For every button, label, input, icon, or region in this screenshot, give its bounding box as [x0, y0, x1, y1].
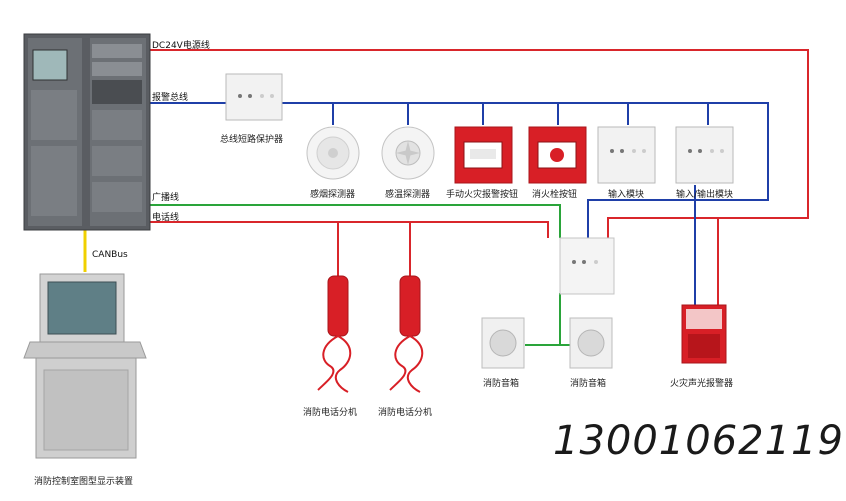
- fire-phone-label-2: 消防电话分机: [378, 408, 433, 418]
- broadcast-module-device: [559, 237, 615, 295]
- input-module-device: [597, 126, 656, 184]
- manual-alarm-button-device: [454, 126, 513, 184]
- canbus-label: CANBus: [92, 250, 128, 260]
- speaker-device-2: [569, 317, 613, 369]
- broadcast-label: 广播线: [152, 193, 180, 203]
- input-module-label: 输入模块: [608, 190, 645, 200]
- dc24v-label: DC24V电源线: [152, 41, 210, 51]
- io-module-label: 输入/输出模块: [676, 190, 734, 200]
- display-unit-label: 消防控制室图型显示装置: [34, 477, 134, 487]
- hydrant-button-device: [528, 126, 587, 184]
- heat-detector-label: 感温探测器: [385, 190, 431, 200]
- fire-control-cabinet: [23, 33, 151, 231]
- dc24v-branch-line: [607, 217, 808, 238]
- hydrant-button-label: 消火栓按钮: [532, 190, 578, 200]
- bus-protector-device: [225, 73, 283, 121]
- fire-phone-device-1: [317, 275, 352, 393]
- heat-detector-device: [381, 126, 435, 180]
- alarm-bus-label: 报警总线: [152, 93, 189, 103]
- speaker-label-1: 消防音箱: [483, 379, 520, 389]
- bus-protector-label: 总线短路保护器: [220, 135, 284, 145]
- smoke-detector-label: 感烟探测器: [310, 190, 356, 200]
- smoke-detector-device: [306, 126, 360, 180]
- fire-phone-device-2: [389, 275, 424, 393]
- speaker-label-2: 消防音箱: [570, 379, 607, 389]
- graphic-display-unit: [23, 273, 147, 459]
- speaker-device-1: [481, 317, 525, 369]
- alarm-bus-line: [150, 102, 769, 238]
- sound-light-alarm-label: 火灾声光报警器: [670, 379, 734, 389]
- fire-phone-label-1: 消防电话分机: [303, 408, 358, 418]
- io-module-device: [675, 126, 734, 184]
- broadcast-line: [150, 204, 561, 238]
- manual-alarm-button-label: 手动火灾报警按钮: [446, 190, 519, 200]
- sound-light-alarm-device: [681, 304, 727, 364]
- telephone-line: [150, 221, 549, 238]
- contact-number: 13001062119: [553, 418, 844, 464]
- telephone-label: 电话线: [152, 213, 180, 223]
